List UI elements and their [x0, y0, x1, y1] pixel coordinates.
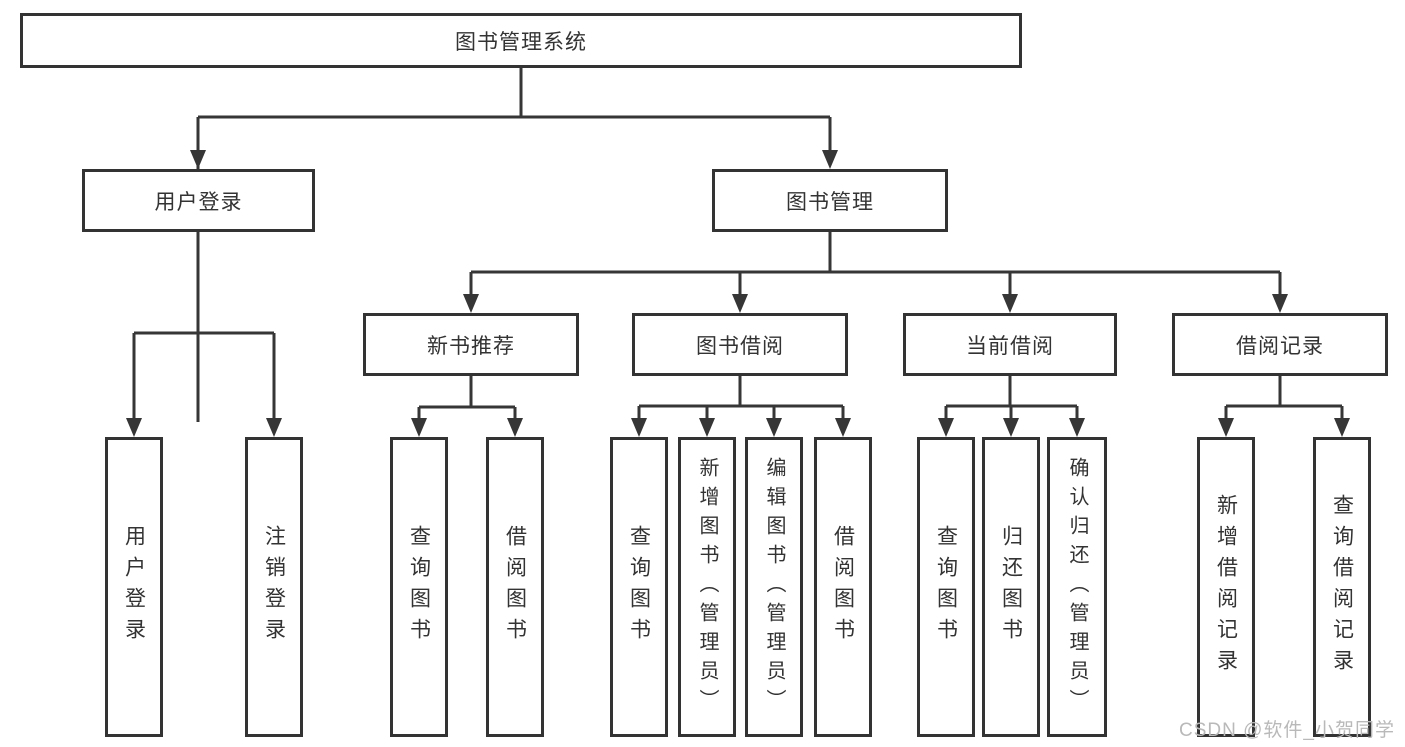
leaf-query-borrow-record: 查询借阅记录: [1313, 437, 1371, 737]
leaf-logout: 注销登录: [245, 437, 303, 737]
leaf-query-books-borrow: 查询图书: [610, 437, 668, 737]
leaf-borrow-books: 借阅图书: [814, 437, 872, 737]
leaf-query-books-recommend: 查询图书: [390, 437, 448, 737]
node-current-borrow: 当前借阅: [903, 313, 1117, 376]
node-book-borrow: 图书借阅: [632, 313, 848, 376]
leaf-borrow-books-recommend: 借阅图书: [486, 437, 544, 737]
node-borrow-record: 借阅记录: [1172, 313, 1388, 376]
leaf-add-book-admin: 新增图书（管理员）: [678, 437, 736, 737]
node-new-book-recommend: 新书推荐: [363, 313, 579, 376]
leaf-return-book: 归还图书: [982, 437, 1040, 737]
leaf-query-books-current: 查询图书: [917, 437, 975, 737]
watermark: CSDN @软件_小贺同学: [1179, 720, 1395, 741]
leaf-edit-book-admin: 编辑图书（管理员）: [745, 437, 803, 737]
node-book-management: 图书管理: [712, 169, 948, 232]
leaf-add-borrow-record: 新增借阅记录: [1197, 437, 1255, 737]
node-user-login: 用户登录: [82, 169, 315, 232]
node-library-system: 图书管理系统: [20, 13, 1022, 68]
leaf-confirm-return-admin: 确认归还（管理员）: [1047, 437, 1107, 737]
leaf-user-login: 用户登录: [105, 437, 163, 737]
